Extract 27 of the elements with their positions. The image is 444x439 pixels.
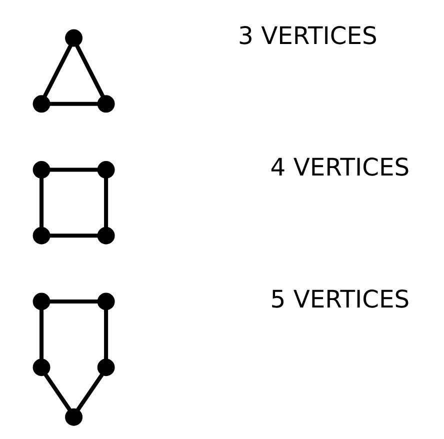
connector <box>50 234 98 238</box>
connector <box>40 178 44 228</box>
node-circle <box>97 358 115 376</box>
connector <box>42 44 72 98</box>
connector <box>50 168 98 172</box>
node-circle <box>97 161 115 178</box>
node-circle <box>97 226 115 244</box>
node-circle <box>32 95 50 113</box>
connector <box>104 178 108 228</box>
node-circle <box>32 358 50 376</box>
label: 4 VERTICES <box>270 154 410 182</box>
connector <box>40 310 44 360</box>
connector <box>44 373 72 412</box>
connector <box>50 299 98 304</box>
connector <box>104 310 108 360</box>
connector <box>75 44 105 98</box>
node-circle <box>65 408 83 426</box>
node-circle <box>32 226 50 244</box>
label: 3 VERTICES <box>238 22 378 50</box>
label: 5 VERTICES <box>270 285 410 314</box>
connector <box>50 102 98 106</box>
node-circle <box>32 292 50 310</box>
node-circle <box>65 29 83 47</box>
node-circle <box>32 161 50 178</box>
node-circle <box>97 292 115 310</box>
connector <box>76 373 104 412</box>
node-circle <box>97 95 115 113</box>
